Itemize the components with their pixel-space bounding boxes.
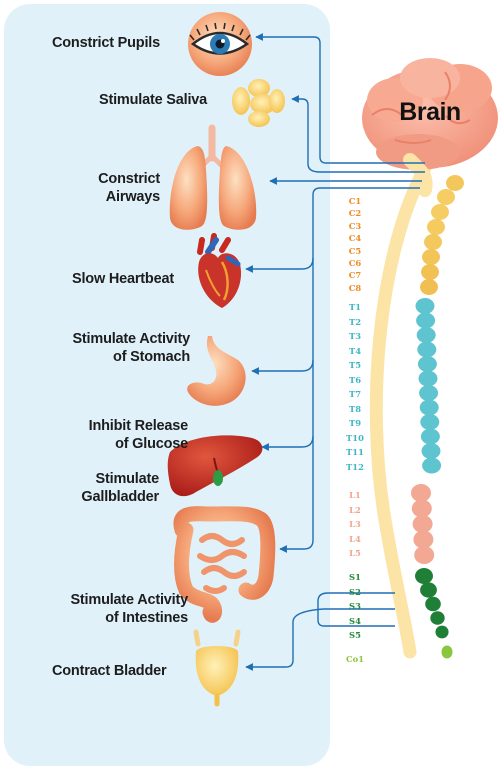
vertebra [417,342,436,358]
spinal-segment-s3: S3 [342,601,368,611]
vertebra [418,356,437,372]
vertebra [413,531,433,549]
vertebra [422,443,441,459]
vertebra [420,279,438,295]
vertebra [421,264,439,280]
label-line: Airways [60,188,160,206]
vertebra [419,385,438,401]
heart-icon [198,236,241,308]
label-constrict-airways: Constrict Airways [60,170,160,206]
spinal-segment-t11: T11 [342,447,368,457]
spinal-segment-c6: C6 [342,258,368,268]
vertebra [415,568,433,584]
spinal-segment-l4: L4 [342,534,368,544]
vertebra [424,234,442,250]
spinal-segment-s4: S4 [342,616,368,626]
label-constrict-pupils: Constrict Pupils [52,34,160,52]
bladder-icon [196,632,239,704]
spinal-segment-co1: Co1 [342,654,368,664]
vertebra [420,400,439,416]
label-stimulate-stomach: Stimulate Activity of Stomach [40,330,190,366]
spinal-segment-c8: C8 [342,283,368,293]
spinal-segment-t1: T1 [342,302,368,312]
label-slow-heartbeat: Slow Heartbeat [72,270,174,288]
spinal-segment-t8: T8 [342,404,368,414]
label-line: Constrict [60,170,160,188]
spinal-segment-c3: C3 [342,221,368,231]
label-stimulate-saliva: Stimulate Saliva [99,91,207,109]
spinal-segment-t4: T4 [342,346,368,356]
vertebra [437,189,455,205]
vertebra [431,204,449,220]
spinal-segment-s1: S1 [342,572,368,582]
label-line: Stimulate [60,470,159,488]
spinal-segment-l5: L5 [342,548,368,558]
vertebra [413,515,433,533]
spinal-segment-l2: L2 [342,505,368,515]
label-contract-bladder: Contract Bladder [52,662,166,680]
spinal-segment-l1: L1 [342,490,368,500]
label-stimulate-gallbladder: Stimulate Gallbladder [60,470,159,506]
label-line: Stimulate Activity [30,591,188,609]
spinal-segment-c1: C1 [342,196,368,206]
vertebral-column [411,175,464,659]
intestines-icon [181,514,268,616]
vertebra [422,458,441,474]
vertebra [416,313,435,329]
label-line: Gallbladder [60,488,159,506]
vertebra [421,429,440,445]
brain-label: Brain [395,98,465,127]
vertebra [435,626,448,639]
salivary-gland-icon [232,79,285,127]
spinal-segment-t6: T6 [342,375,368,385]
label-line: Stimulate Activity [40,330,190,348]
spinal-segment-s2: S2 [342,587,368,597]
label-line: of Intestines [30,609,188,627]
spinal-segment-t3: T3 [342,331,368,341]
spinal-segment-t9: T9 [342,418,368,428]
spinal-segment-t12: T12 [342,462,368,472]
vertebra [427,219,445,235]
label-inhibit-glucose: Inhibit Release of Glucose [30,417,188,453]
vertebra [414,546,434,564]
label-line: Inhibit Release [30,417,188,435]
spinal-segment-c7: C7 [342,270,368,280]
label-line: of Glucose [30,435,188,453]
vertebra [411,484,431,502]
vertebra [416,298,435,314]
vertebra [417,327,436,343]
spinal-segment-c2: C2 [342,208,368,218]
label-stimulate-intestines: Stimulate Activity of Intestines [30,591,188,627]
vertebra [420,414,439,430]
vertebra [419,371,438,387]
vertebra [430,611,444,625]
vertebra [446,175,464,191]
vertebra [420,582,437,597]
eye-icon [188,12,252,76]
spinal-segment-s5: S5 [342,630,368,640]
spinal-segment-t7: T7 [342,389,368,399]
vertebra [412,500,432,518]
spinal-segment-t5: T5 [342,360,368,370]
spinal-segment-t2: T2 [342,317,368,327]
connector-bladder [246,593,395,667]
vertebra [425,597,441,611]
vertebra [422,249,440,265]
spinal-segment-c5: C5 [342,246,368,256]
label-line: of Stomach [40,348,190,366]
lungs-icon [170,128,256,230]
spinal-segment-c4: C4 [342,233,368,243]
spinal-segment-l3: L3 [342,519,368,529]
vertebra [442,646,453,659]
spinal-segment-t10: T10 [342,433,368,443]
stomach-icon [187,336,245,406]
